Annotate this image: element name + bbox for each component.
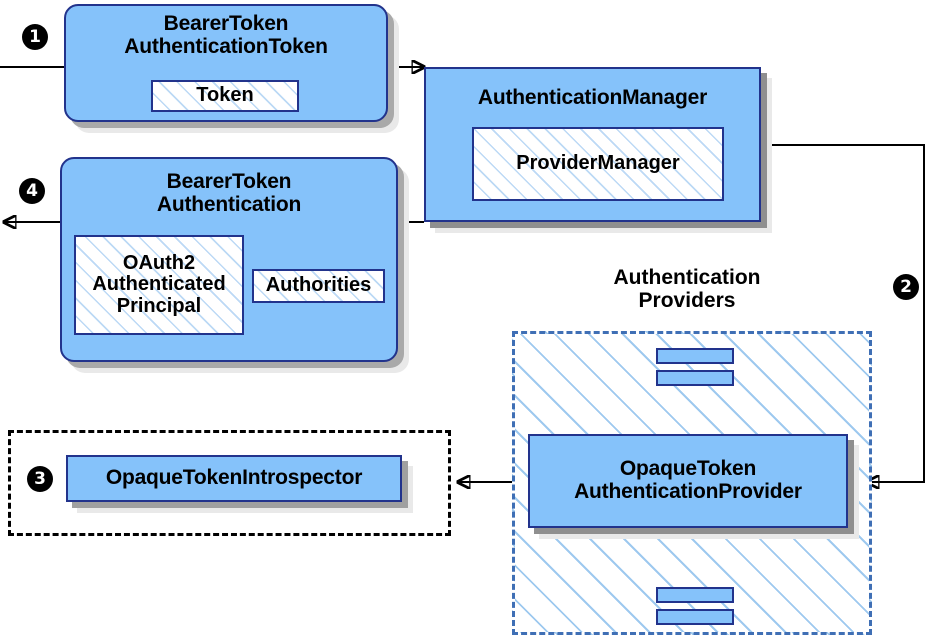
authorities-box[interactable]: Authorities (252, 269, 385, 303)
opaque-token-authentication-provider-card[interactable]: OpaqueToken AuthenticationProvider (528, 434, 848, 528)
bearer-token-authentication-token-title: BearerToken AuthenticationToken (124, 12, 328, 58)
bearer-token-authentication-card[interactable]: BearerToken Authentication OAuth2 Authen… (60, 157, 398, 362)
provider-manager-box[interactable]: ProviderManager (472, 127, 724, 201)
authentication-manager-title: AuthenticationManager (477, 86, 708, 109)
authentication-providers-label: Authentication Providers (613, 266, 761, 313)
provider-bar-bottom-1 (656, 587, 734, 603)
step-marker-2: 2 (893, 274, 919, 300)
step-marker-3: 3 (27, 466, 53, 492)
opaque-token-introspector-title: OpaqueTokenIntrospector (105, 466, 363, 490)
provider-bar-top-1 (656, 348, 734, 364)
bearer-token-authentication-token-card[interactable]: BearerToken AuthenticationToken Token (64, 4, 388, 122)
step-marker-4: 4 (19, 178, 45, 204)
step-marker-1: 1 (22, 24, 48, 50)
provider-bar-bottom-2 (656, 609, 734, 625)
oauth2-authenticated-principal-box[interactable]: OAuth2 Authenticated Principal (74, 235, 244, 335)
opaque-token-authentication-provider-title: OpaqueToken AuthenticationProvider (574, 457, 802, 503)
authentication-manager-card[interactable]: AuthenticationManager ProviderManager (424, 67, 761, 222)
bearer-token-authentication-title: BearerToken Authentication (156, 170, 302, 216)
token-box[interactable]: Token (151, 80, 299, 112)
opaque-token-introspector-card[interactable]: OpaqueTokenIntrospector (66, 455, 402, 502)
provider-bar-top-2 (656, 370, 734, 386)
